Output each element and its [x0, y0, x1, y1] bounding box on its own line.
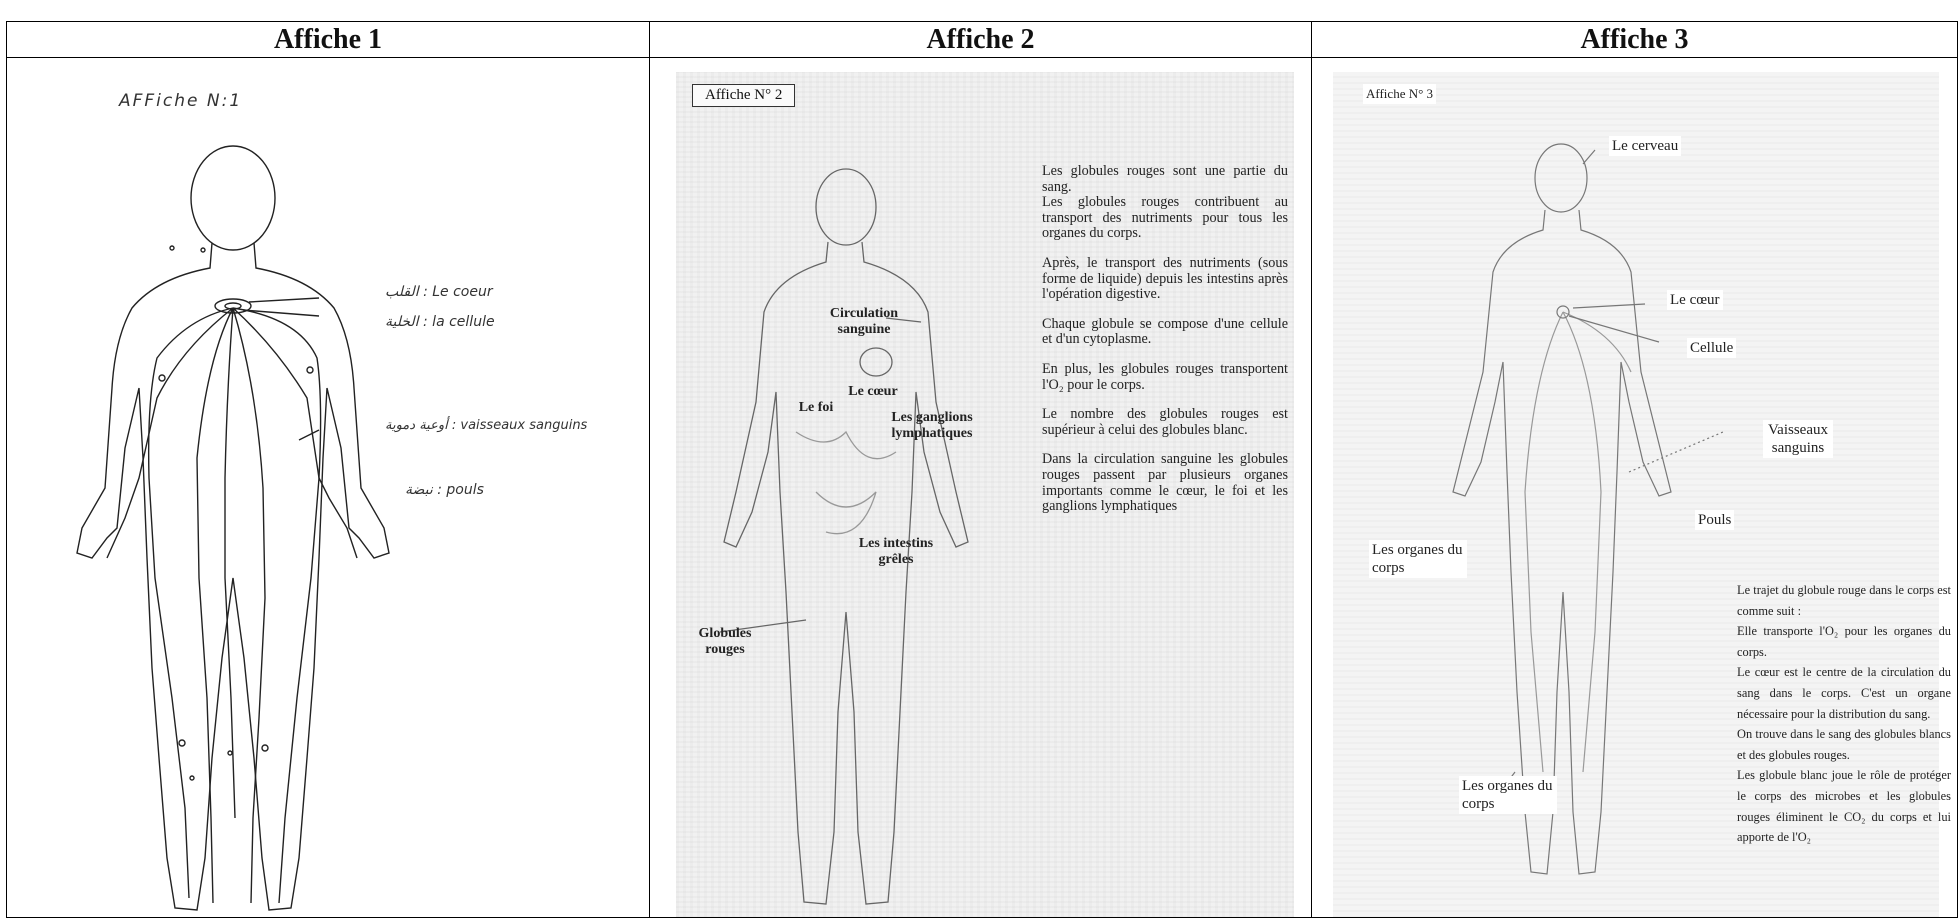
label-lymph-nodes: Les ganglions lymphatiques	[882, 410, 982, 442]
poster-2-para-4: Chaque globule se compose d'une cellule …	[1042, 317, 1288, 348]
poster-3-para-2: Elle transporte l'O₂ pour les organes du…	[1737, 621, 1951, 662]
poster-2: Affiche N° 2 Circulation sanguine	[676, 72, 1294, 918]
label-french: : Le coeur	[423, 284, 493, 300]
human-outline-drawing	[7, 58, 649, 918]
poster-2-para-5: En plus, les globules rouges transporten…	[1042, 362, 1288, 393]
poster-2-para-6: Le nombre des globules rouges est supéri…	[1042, 407, 1288, 438]
label-liver: Le foi	[786, 400, 846, 416]
poster-3-para-4: On trouve dans le sang des globules blan…	[1737, 724, 1951, 765]
poster-2-text: Les globules rouges sont une partie du s…	[1042, 164, 1288, 529]
poster-2-para-7: Dans la circulation sanguine les globule…	[1042, 452, 1288, 514]
label-cell: Cellule	[1687, 338, 1736, 358]
poster-1: AFFiche N:1	[7, 58, 649, 917]
poster-3-para-1: Le trajet du globule rouge dans le corps…	[1737, 580, 1951, 621]
poster-3-cell: Affiche N° 3	[1312, 58, 1958, 918]
posters-table: Affiche 1 Affiche 2 Affiche 3 AFFiche N:…	[6, 21, 1958, 918]
label-organs-2: Les organes du corps	[1459, 776, 1557, 814]
poster-2-para-2: Les globules rouges contribuent au trans…	[1042, 195, 1288, 242]
label-french: : pouls	[437, 482, 484, 498]
label-circulation: Circulation sanguine	[814, 306, 914, 338]
header-affiche-2: Affiche 2	[650, 22, 1312, 58]
label-heart: Le cœur	[1667, 290, 1723, 310]
label-french: : la cellule	[423, 314, 495, 330]
poster-1-label-vessels: أوعية دموية : vaisseaux sanguins	[385, 418, 587, 433]
label-french: : vaisseaux sanguins	[452, 418, 587, 433]
poster-2-para-1: Les globules rouges sont une partie du s…	[1042, 164, 1288, 195]
poster-2-cell: Affiche N° 2 Circulation sanguine	[650, 58, 1312, 918]
label-arabic: الخلية	[385, 314, 419, 330]
poster-1-label-heart: القلب : Le coeur	[385, 284, 493, 300]
label-vessels: Vaisseaux sanguins	[1763, 420, 1833, 458]
poster-2-para-3: Après, le transport des nutriments (sous…	[1042, 256, 1288, 303]
label-arabic: القلب	[385, 284, 419, 300]
label-heart: Le cœur	[838, 384, 908, 400]
label-arabic: نبضة	[405, 482, 433, 498]
poster-1-label-cell: الخلية : la cellule	[385, 314, 495, 330]
label-intestines: Les intestins grêles	[846, 536, 946, 568]
poster-3-para-5: Les globule blanc joue le rôle de protég…	[1737, 765, 1951, 847]
poster-1-cell: AFFiche N:1	[7, 58, 650, 918]
label-arabic: أوعية دموية	[385, 418, 448, 433]
header-affiche-3: Affiche 3	[1312, 22, 1958, 58]
poster-3: Affiche N° 3	[1333, 72, 1939, 918]
label-organs-1: Les organes du corps	[1369, 540, 1467, 578]
poster-3-para-3: Le cœur est le centre de la circulation …	[1737, 662, 1951, 724]
label-brain: Le cerveau	[1609, 136, 1681, 156]
label-pulse: Pouls	[1695, 510, 1734, 530]
header-affiche-1: Affiche 1	[7, 22, 650, 58]
poster-3-text: Le trajet du globule rouge dans le corps…	[1737, 580, 1951, 848]
cropped-caption-strip	[0, 0, 1959, 6]
poster-1-label-pulse: نبضة : pouls	[405, 482, 484, 498]
label-red-blood-cells: Globules rouges	[690, 626, 760, 658]
